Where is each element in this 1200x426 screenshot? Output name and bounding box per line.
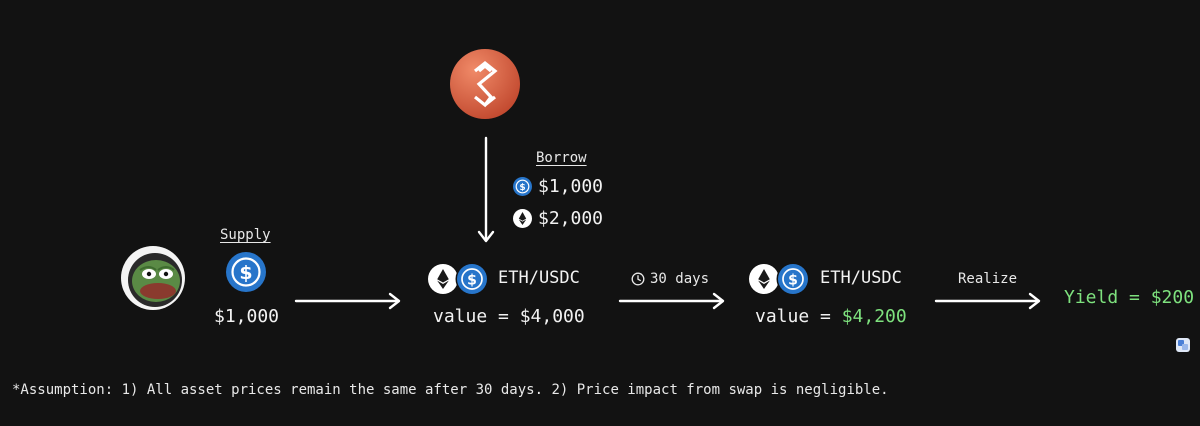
pool-end-value-amount: $4,200: [841, 306, 907, 327]
pool-start-value-prefix: value =: [433, 306, 520, 327]
eth-icon: [513, 209, 532, 228]
realize-label: Realize: [958, 271, 1018, 287]
clock-icon: [631, 272, 645, 286]
time-step-text: 30 days: [650, 271, 710, 287]
borrow-arrow: [477, 136, 495, 243]
borrow-eth-amount: $2,000: [538, 208, 604, 229]
svg-text:$: $: [467, 273, 477, 289]
footnote: *Assumption: 1) All asset prices remain …: [12, 382, 889, 398]
svg-text:$: $: [519, 183, 525, 193]
usdc-icon: $: [513, 177, 532, 196]
svg-text:$: $: [788, 273, 798, 289]
usdc-icon: $: [226, 252, 266, 292]
borrow-usdc-amount: $1,000: [538, 176, 604, 197]
supply-label: Supply: [220, 227, 271, 243]
realize-arrow: [934, 292, 1041, 310]
yield-text: Yield = $200: [1064, 287, 1195, 308]
usdc-icon: $: [457, 264, 487, 294]
svg-text:$: $: [239, 262, 252, 284]
pool-end-pair: ETH/USDC: [820, 268, 902, 288]
translate-icon[interactable]: [1176, 338, 1190, 352]
pool-start-pair: ETH/USDC: [498, 268, 580, 288]
pool-start-value: value = $4,000: [433, 306, 585, 327]
eth-icon: [428, 264, 458, 294]
frog-avatar-icon: [120, 245, 186, 311]
time-step-label: 30 days: [631, 271, 709, 287]
eth-icon: [749, 264, 779, 294]
supply-arrow: [294, 292, 401, 310]
usdc-icon: $: [778, 264, 808, 294]
pool-start-value-amount: $4,000: [519, 306, 585, 327]
pool-end-value: value = $4,200: [755, 306, 907, 327]
supply-amount: $1,000: [214, 306, 280, 327]
pool-end-value-prefix: value =: [755, 306, 842, 327]
time-arrow: [618, 292, 725, 310]
borrow-label: Borrow: [536, 150, 587, 166]
protocol-logo-icon: [450, 49, 520, 119]
